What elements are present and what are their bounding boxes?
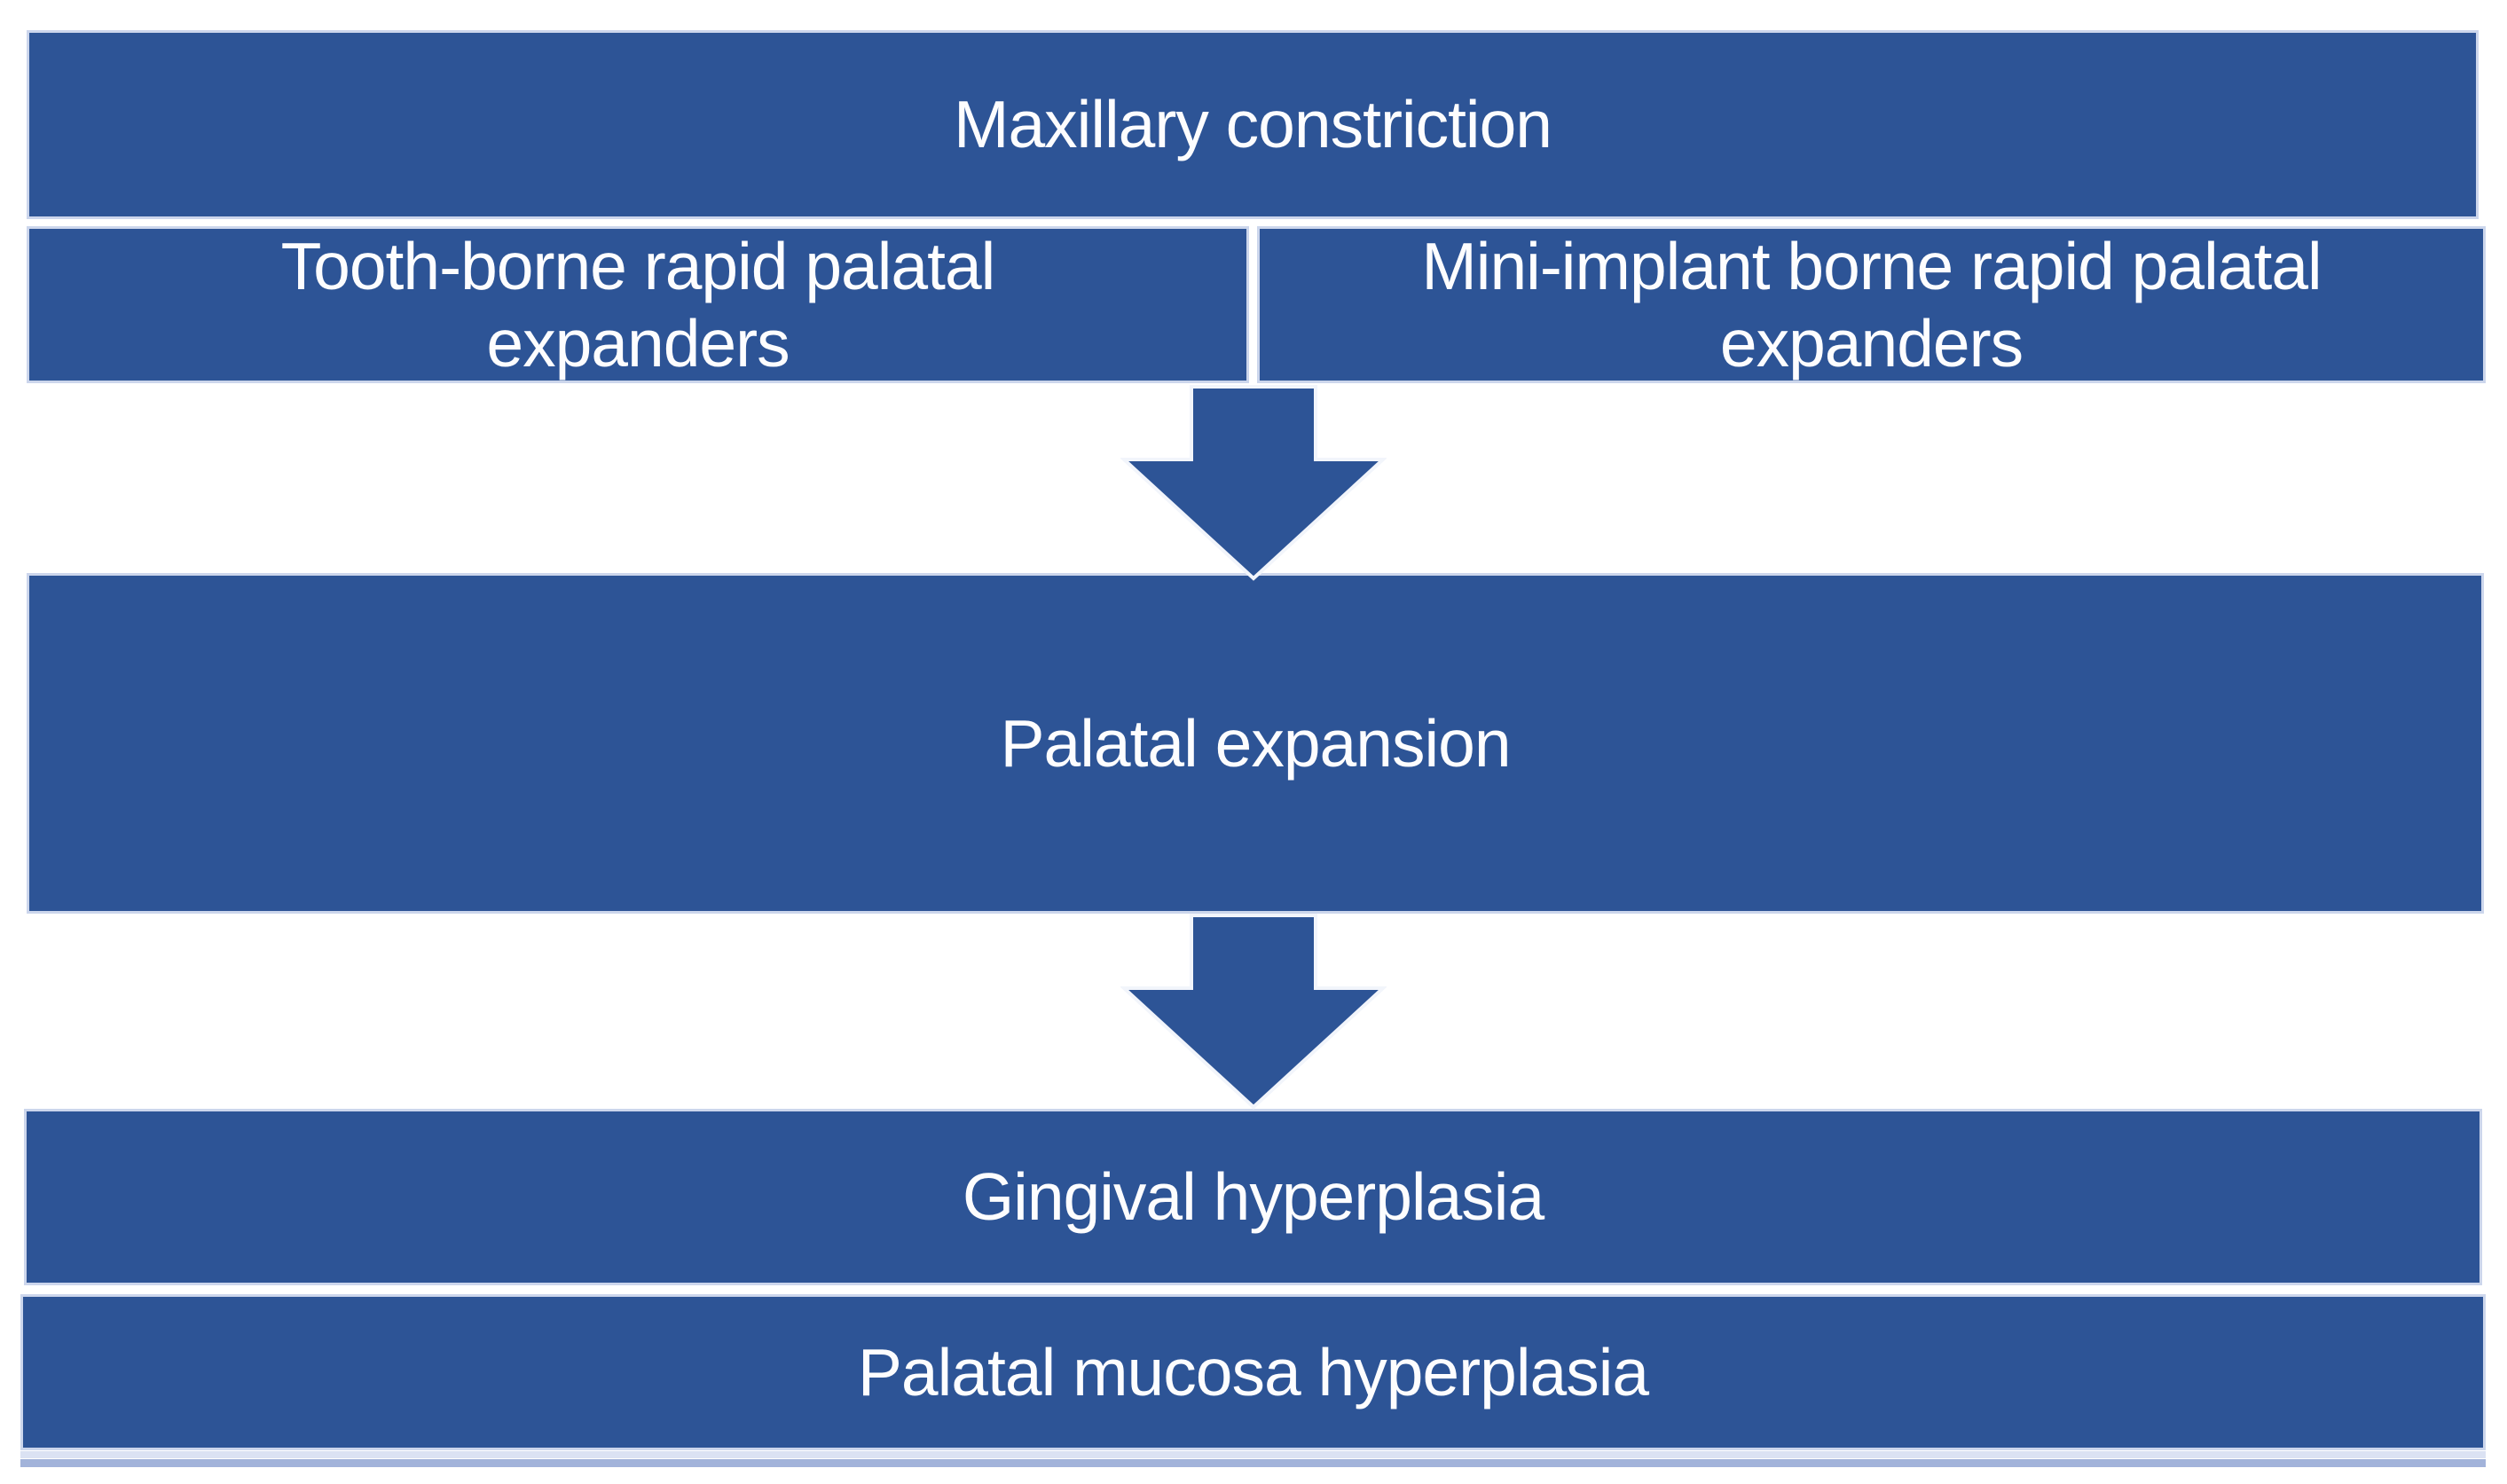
node-tooth-borne-expanders: Tooth-borne rapid palatal expanders bbox=[27, 226, 1249, 383]
bottom-stripe-medium bbox=[20, 1459, 2486, 1467]
node-gingival-hyperplasia: Gingival hyperplasia bbox=[24, 1109, 2482, 1285]
bottom-stripe-light bbox=[20, 1451, 2486, 1458]
down-arrow-icon bbox=[1120, 385, 1387, 581]
node-label-line: Mini-implant borne rapid palatal bbox=[1421, 229, 2322, 304]
node-label: Maxillary constriction bbox=[953, 87, 1552, 162]
node-label: Gingival hyperplasia bbox=[962, 1159, 1544, 1235]
node-palatal-mucosa-hyperplasia: Palatal mucosa hyperplasia bbox=[20, 1294, 2486, 1450]
node-label-line: expanders bbox=[486, 305, 790, 381]
branch-row: Tooth-borne rapid palatal expanders Mini… bbox=[27, 226, 2486, 383]
node-label-line: expanders bbox=[1719, 305, 2024, 381]
node-mini-implant-expanders: Mini-implant borne rapid palatal expande… bbox=[1257, 226, 2486, 383]
down-arrow-icon bbox=[1120, 914, 1387, 1110]
node-maxillary-constriction: Maxillary constriction bbox=[27, 30, 2479, 219]
node-label: Palatal expansion bbox=[1000, 705, 1511, 781]
node-label-line: Tooth-borne rapid palatal bbox=[280, 229, 996, 304]
node-palatal-expansion: Palatal expansion bbox=[27, 573, 2484, 914]
node-label: Palatal mucosa hyperplasia bbox=[857, 1334, 1649, 1409]
